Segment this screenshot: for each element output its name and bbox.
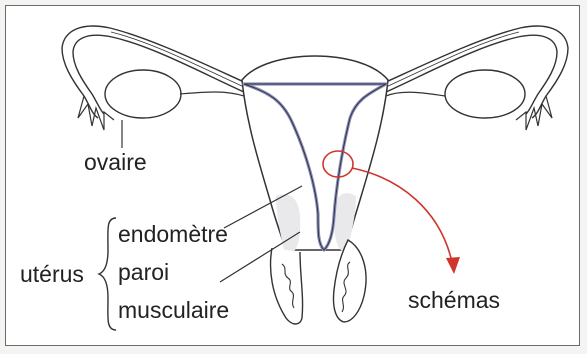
label-schemas: schémas bbox=[408, 287, 500, 313]
ovarian-ligament-right bbox=[386, 92, 445, 96]
label-uterus: utérus bbox=[20, 261, 84, 287]
vagina-right bbox=[333, 240, 366, 322]
label-musculaire: musculaire bbox=[118, 297, 229, 323]
schemas-arrow-line bbox=[352, 168, 452, 262]
ovary-right bbox=[445, 70, 525, 118]
uterus-brace bbox=[99, 218, 116, 330]
label-paroi: paroi bbox=[118, 259, 169, 285]
label-endometre: endomètre bbox=[118, 221, 228, 247]
schemas-arrow-head bbox=[446, 257, 460, 274]
vagina-left bbox=[271, 248, 303, 324]
ovary-left bbox=[105, 70, 181, 118]
fallopian-tube-left bbox=[62, 26, 244, 130]
ovarian-ligament-left bbox=[180, 92, 244, 96]
fallopian-tube-right bbox=[386, 26, 568, 130]
label-ovaire: ovaire bbox=[84, 149, 147, 175]
